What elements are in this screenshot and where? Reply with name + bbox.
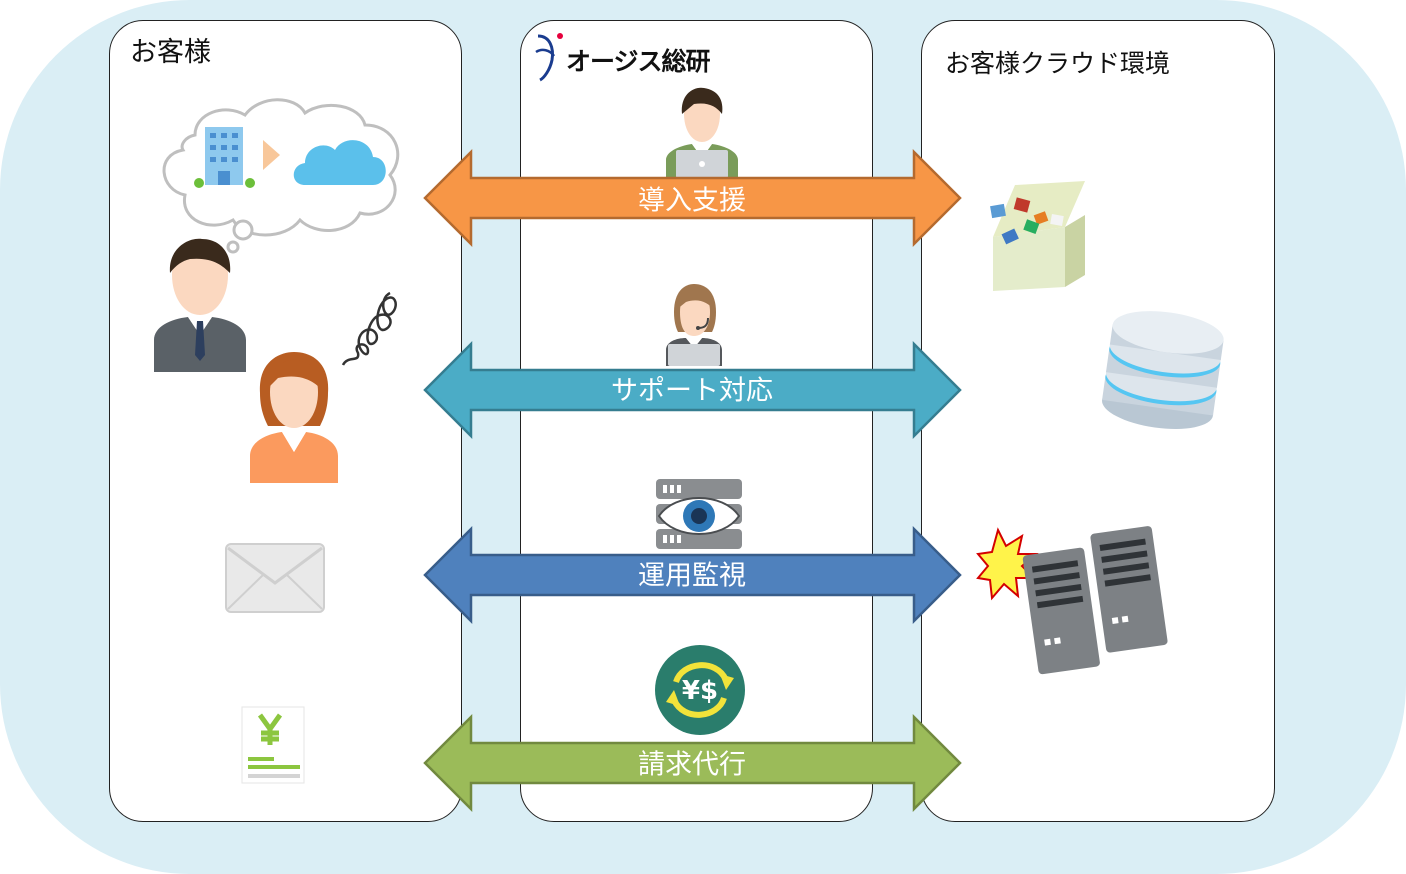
cloud-panel-title: お客様クラウド環境 xyxy=(945,49,1171,78)
server-eye-monitoring-icon xyxy=(656,479,742,549)
support-operator-with-headset-icon xyxy=(666,284,722,366)
oasis-logo-mark-icon xyxy=(535,33,563,82)
service-label-install-support: 導入支援 xyxy=(638,185,746,217)
yen-invoice-icon xyxy=(241,706,305,784)
service-label-support: サポート対応 xyxy=(611,375,773,407)
thought-bubble-building-to-cloud-icon xyxy=(162,98,400,254)
confusion-scribble-icon xyxy=(341,291,397,366)
customer-panel-title: お客様 xyxy=(130,37,211,68)
svg-text:¥$: ¥$ xyxy=(682,676,718,706)
servers-with-alert-icon xyxy=(976,526,1168,675)
database-icon xyxy=(1102,311,1224,429)
oasis-logo-text: オージス総研 xyxy=(566,47,711,76)
service-label-billing: 請求代行 xyxy=(638,749,746,781)
open-box-with-cubes-icon xyxy=(990,181,1085,291)
engineer-with-laptop-icon xyxy=(666,87,738,178)
service-label-monitoring: 運用監視 xyxy=(638,560,746,592)
confused-woman-icon xyxy=(250,352,338,483)
customer-cloud-panel xyxy=(921,20,1275,822)
yen-dollar-exchange-icon: ¥$ xyxy=(655,645,745,735)
businessman-icon xyxy=(154,238,246,372)
envelope-icon xyxy=(225,543,325,613)
